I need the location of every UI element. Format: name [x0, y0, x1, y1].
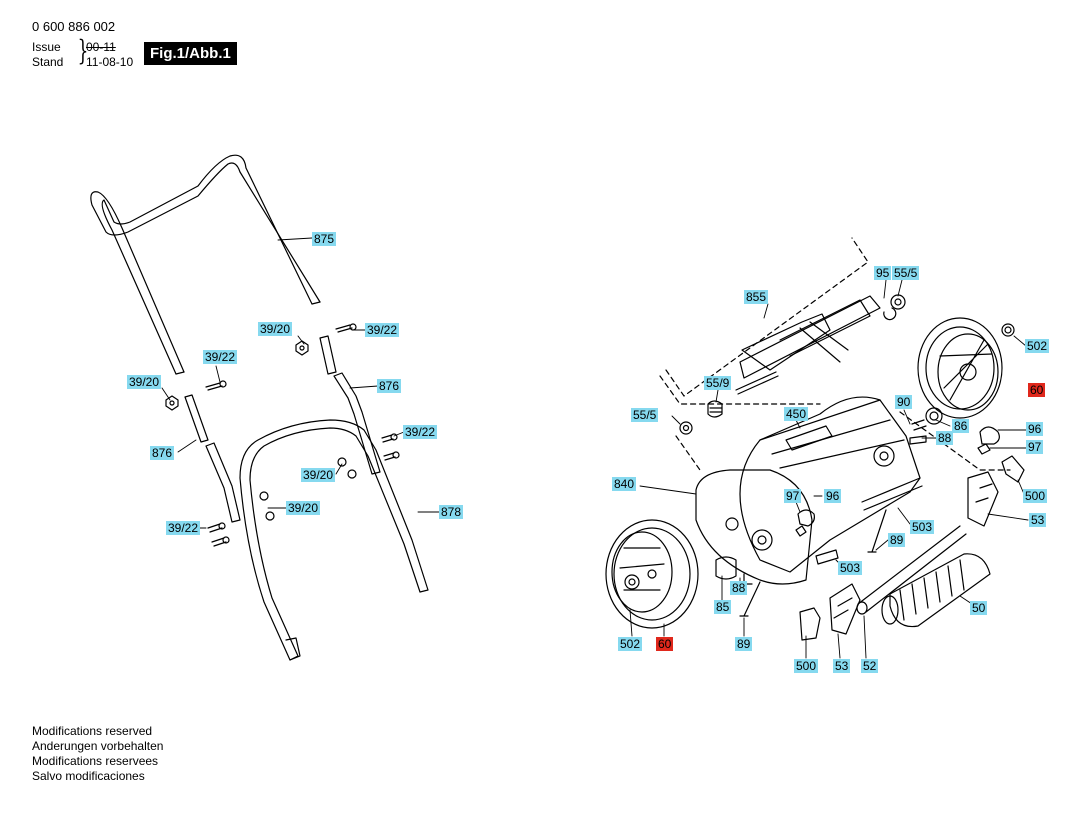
callout-95: 95 — [874, 266, 892, 280]
callout-96: 96 — [824, 489, 842, 503]
brace-glyph: } — [77, 34, 89, 67]
callout-39-22: 39/22 — [403, 425, 438, 439]
callout-503: 503 — [838, 561, 863, 575]
callout-39-20: 39/20 — [301, 468, 336, 482]
small-parts-right — [909, 407, 1025, 527]
note-line: Modifications reservees — [32, 754, 159, 768]
callout-876: 876 — [150, 446, 175, 460]
callout-89: 89 — [735, 637, 753, 651]
blade-cylinder-855-outline — [665, 237, 869, 397]
callout-39-22: 39/22 — [203, 350, 238, 364]
callout-53: 53 — [1029, 513, 1047, 527]
callout-86: 86 — [952, 419, 970, 433]
callout-502: 502 — [618, 637, 643, 651]
note-line: Modifications reserved — [32, 724, 153, 738]
callout-55-9: 55/9 — [704, 376, 732, 390]
callout-500: 500 — [1023, 489, 1048, 503]
callout-90: 90 — [895, 395, 913, 409]
callout-88: 88 — [730, 581, 748, 595]
callout-875: 875 — [312, 232, 337, 246]
callout-39-20: 39/20 — [286, 501, 321, 515]
callout-500: 500 — [794, 659, 819, 673]
callout-55-5: 55/5 — [892, 266, 920, 280]
side-plate-840 — [695, 469, 813, 585]
stand-label: Stand — [32, 55, 64, 69]
callout-855: 855 — [744, 290, 769, 304]
callout-39-20: 39/20 — [127, 375, 162, 389]
chassis-frame — [739, 396, 921, 573]
issue-label: Issue — [32, 40, 61, 54]
callout-39-22: 39/22 — [166, 521, 201, 535]
callout-840: 840 — [612, 477, 637, 491]
handle-lower-878 — [239, 419, 429, 661]
callout-39-20: 39/20 — [258, 322, 293, 336]
small-parts-top — [679, 294, 1015, 435]
handle-bolts-upper — [165, 323, 357, 411]
modifications-notes: Modifications reserved Anderungen vorbeh… — [32, 724, 163, 784]
callout-89: 89 — [888, 533, 906, 547]
callout-55-5: 55/5 — [631, 408, 659, 422]
part-number: 0 600 886 002 — [32, 19, 116, 34]
blade-cylinder-855 — [735, 295, 881, 395]
callout-85: 85 — [714, 600, 732, 614]
callout-53: 53 — [833, 659, 851, 673]
callout-52: 52 — [861, 659, 879, 673]
callout-97: 97 — [784, 489, 802, 503]
handle-upper-875 — [90, 154, 321, 375]
roller-rod-52 — [856, 525, 967, 615]
callout-97: 97 — [1026, 440, 1044, 454]
callout-450: 450 — [784, 407, 809, 421]
issue-value: 00-11 — [86, 40, 116, 54]
wheel-left — [605, 519, 699, 629]
callout-leaders — [161, 237, 1029, 659]
note-line: Anderungen vorbehalten — [32, 739, 164, 753]
callout-60: 60 — [1028, 383, 1046, 397]
callout-39-22: 39/22 — [365, 323, 400, 337]
chassis-dashed-assembly — [659, 375, 1011, 471]
small-parts-front — [715, 477, 923, 617]
callout-878: 878 — [439, 505, 464, 519]
callout-88: 88 — [936, 431, 954, 445]
handle-mid-876 — [184, 335, 381, 523]
wheel-right — [917, 317, 1003, 419]
stand-value: 11-08-10 — [86, 55, 134, 69]
note-line: Salvo modificaciones — [32, 769, 145, 783]
callout-876: 876 — [377, 379, 402, 393]
callout-60: 60 — [656, 637, 674, 651]
handle-bolts-lower — [207, 433, 400, 547]
callout-50: 50 — [970, 601, 988, 615]
figure-title: Fig.1/Abb.1 — [144, 42, 237, 65]
callout-96: 96 — [1026, 422, 1044, 436]
roller-50 — [881, 553, 991, 628]
callout-502: 502 — [1025, 339, 1050, 353]
callout-503: 503 — [910, 520, 935, 534]
small-parts-bottom — [799, 583, 861, 641]
